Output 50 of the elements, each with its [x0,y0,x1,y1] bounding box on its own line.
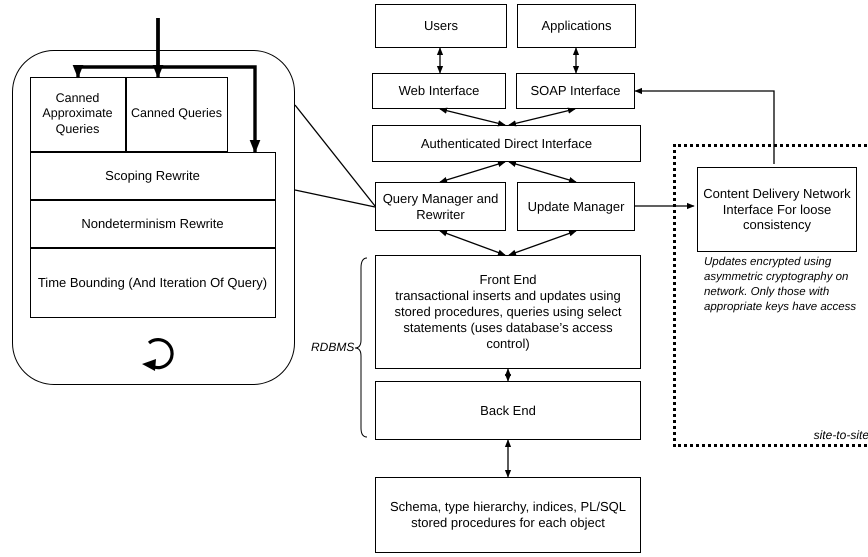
box-label: Applications [540,18,613,34]
arrow [504,368,512,382]
process-box [372,73,506,109]
arrow [504,439,512,478]
process-box [697,167,857,252]
box-label: Schema, type hierarchy, indices, PL/SQL stored procedures for each object [388,499,628,531]
box-label: Canned Queries [130,106,224,122]
process-box [375,381,641,440]
arrow [508,108,576,126]
arrow [635,202,695,210]
box-label: Scoping Rewrite [104,168,201,184]
arrow [436,47,444,74]
arrow [508,161,577,183]
box-label: Update Manager [526,198,626,214]
box-label: Back End [479,402,537,418]
process-box [126,76,228,152]
process-box [375,4,507,48]
arrow [508,230,577,256]
arrow [634,88,775,164]
process-box [517,182,635,231]
box-label: Nondeterminism Rewrite [80,216,225,232]
box-label: Authenticated Direct Interface [420,136,594,152]
process-box [375,182,506,231]
process-box [375,477,641,553]
process-box [517,4,636,48]
box-label: Front End [478,272,538,288]
callout-bubble [12,50,295,385]
process-box [372,125,641,162]
arrow [156,18,260,154]
process-box [516,73,635,109]
arrow [439,161,506,183]
box-label: Users [423,18,459,34]
bracket-label: RDBMS [311,340,354,354]
note-text: Updates encrypted using asymmetric cryptography on network. Only those with appropriate keys have access [704,255,858,315]
box-label: Time Bounding (And Iteration Of Query) [36,274,268,290]
process-box [30,76,126,152]
dotted-region [673,144,868,447]
process-box [30,152,276,200]
box-label: Query Manager and Rewriter [382,190,500,222]
arrow [439,108,506,126]
box-label: Canned Approximate Queries [41,91,114,137]
arrow [439,230,506,256]
process-box [30,200,276,248]
arrow [572,47,580,74]
process-box [30,248,276,318]
process-box [375,255,641,369]
box-label: Content Delivery Network Interface For loose consistency [702,186,852,234]
box-label: Web Interface [398,83,480,99]
box-description: transactional inserts and updates using stored procedures, queries using select statements (uses database’s access control) [394,288,622,352]
box-label: SOAP Interface [529,83,622,99]
